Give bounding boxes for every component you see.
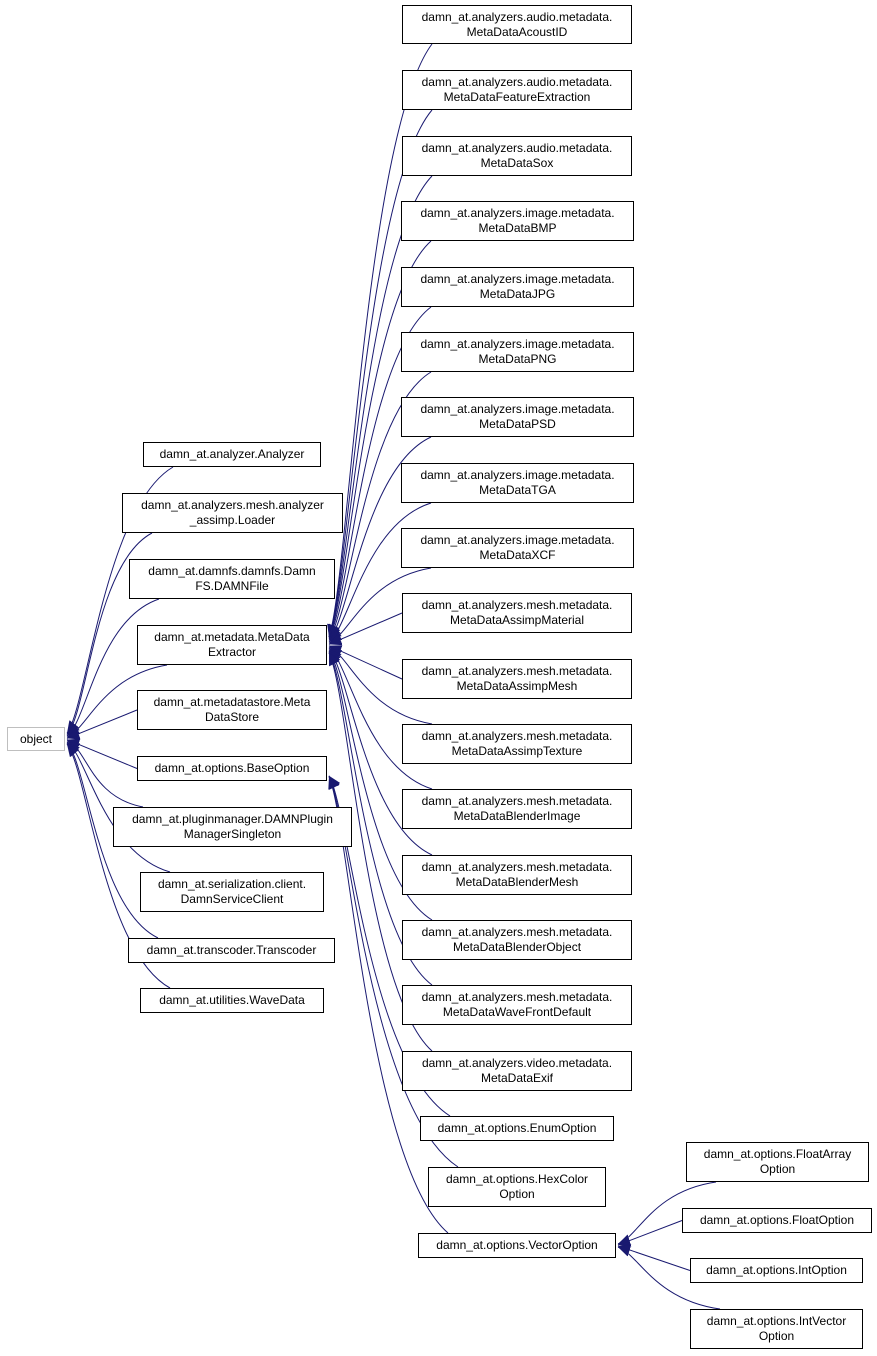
- node-metadata-tga[interactable]: damn_at.analyzers.image.metadata. MetaDa…: [401, 463, 634, 503]
- node-base-option[interactable]: damn_at.options.BaseOption: [137, 756, 327, 781]
- node-float-option[interactable]: damn_at.options.FloatOption: [682, 1208, 872, 1233]
- node-metadata-bmp[interactable]: damn_at.analyzers.image.metadata. MetaDa…: [401, 201, 634, 241]
- edge-metadatastore-to-object: [66, 709, 138, 740]
- node-enum-option-label: damn_at.options.EnumOption: [437, 1121, 597, 1135]
- node-metadata-acoustid[interactable]: damn_at.analyzers.audio.metadata. MetaDa…: [402, 5, 632, 44]
- edge-assimp_loader-to-object: [66, 532, 153, 735]
- node-metadata-tga-label: damn_at.analyzers.image.metadata. MetaDa…: [420, 468, 615, 497]
- edge-damnfile-to-object: [66, 598, 160, 737]
- node-metadatastore-label: damn_at.metadatastore.Meta DataStore: [153, 695, 311, 724]
- node-metadata-psd[interactable]: damn_at.analyzers.image.metadata. MetaDa…: [401, 397, 634, 437]
- edge-wavedata-to-object: [66, 743, 171, 989]
- node-metadata-blender-object[interactable]: damn_at.analyzers.mesh.metadata. MetaDat…: [402, 920, 632, 960]
- node-object-label: object: [19, 731, 53, 746]
- node-metadata-extractor-label: damn_at.metadata.MetaData Extractor: [154, 630, 310, 659]
- node-metadata-blender-object-label: damn_at.analyzers.mesh.metadata. MetaDat…: [421, 925, 613, 954]
- node-intvector-option-label: damn_at.options.IntVector Option: [706, 1314, 847, 1343]
- node-service-client[interactable]: damn_at.serialization.client. DamnServic…: [140, 872, 324, 912]
- node-analyzer-label: damn_at.analyzer.Analyzer: [159, 447, 305, 461]
- node-hexcolor-option-label: damn_at.options.HexColor Option: [445, 1172, 589, 1201]
- node-metadata-exif-label: damn_at.analyzers.video.metadata. MetaDa…: [421, 1056, 613, 1085]
- edge-blender_object-to-metadata_extractor: [328, 650, 433, 921]
- node-int-option-label: damn_at.options.IntOption: [706, 1263, 847, 1277]
- node-plugin-manager[interactable]: damn_at.pluginmanager.DAMNPlugin Manager…: [113, 807, 352, 847]
- node-metadata-assimp-texture-label: damn_at.analyzers.mesh.metadata. MetaDat…: [421, 729, 613, 758]
- node-metadata-assimp-material[interactable]: damn_at.analyzers.mesh.metadata. MetaDat…: [402, 593, 632, 633]
- node-metadata-sox[interactable]: damn_at.analyzers.audio.metadata. MetaDa…: [402, 136, 632, 176]
- node-int-option[interactable]: damn_at.options.IntOption: [690, 1258, 863, 1283]
- node-transcoder[interactable]: damn_at.transcoder.Transcoder: [128, 938, 335, 963]
- node-damnfile-label: damn_at.damnfs.damnfs.Damn FS.DAMNFile: [148, 564, 316, 593]
- node-metadata-exif[interactable]: damn_at.analyzers.video.metadata. MetaDa…: [402, 1051, 632, 1091]
- node-damnfile[interactable]: damn_at.damnfs.damnfs.Damn FS.DAMNFile: [129, 559, 335, 599]
- node-metadata-xcf-label: damn_at.analyzers.image.metadata. MetaDa…: [420, 533, 615, 562]
- node-assimp-loader-label: damn_at.analyzers.mesh.analyzer _assimp.…: [141, 498, 324, 527]
- node-plugin-manager-label: damn_at.pluginmanager.DAMNPlugin Manager…: [132, 812, 333, 841]
- node-metadata-assimp-mesh-label: damn_at.analyzers.mesh.metadata. MetaDat…: [421, 664, 613, 693]
- node-metadata-xcf[interactable]: damn_at.analyzers.image.metadata. MetaDa…: [401, 528, 634, 568]
- node-metadata-blender-image[interactable]: damn_at.analyzers.mesh.metadata. MetaDat…: [402, 789, 632, 829]
- node-metadata-assimp-material-label: damn_at.analyzers.mesh.metadata. MetaDat…: [421, 598, 613, 627]
- edge-assimp_material-to-metadata_extractor: [328, 612, 403, 646]
- edge-tga-to-metadata_extractor: [328, 502, 432, 643]
- node-metadata-jpg[interactable]: damn_at.analyzers.image.metadata. MetaDa…: [401, 267, 634, 307]
- node-intvector-option[interactable]: damn_at.options.IntVector Option: [690, 1309, 863, 1349]
- node-analyzer[interactable]: damn_at.analyzer.Analyzer: [143, 442, 321, 467]
- node-base-option-label: damn_at.options.BaseOption: [154, 761, 310, 775]
- node-metadata-wavefront-default[interactable]: damn_at.analyzers.mesh.metadata. MetaDat…: [402, 985, 632, 1025]
- edge-analyzer-to-object: [66, 466, 174, 734]
- edge-intvector_option-to-vector_option: [617, 1245, 721, 1310]
- node-metadata-assimp-texture[interactable]: damn_at.analyzers.mesh.metadata. MetaDat…: [402, 724, 632, 764]
- node-wavedata[interactable]: damn_at.utilities.WaveData: [140, 988, 324, 1013]
- node-metadata-jpg-label: damn_at.analyzers.image.metadata. MetaDa…: [420, 272, 615, 301]
- node-metadata-psd-label: damn_at.analyzers.image.metadata. MetaDa…: [420, 402, 615, 431]
- node-metadata-feature-extraction[interactable]: damn_at.analyzers.audio.metadata. MetaDa…: [402, 70, 632, 110]
- node-transcoder-label: damn_at.transcoder.Transcoder: [146, 943, 317, 957]
- node-metadata-acoustid-label: damn_at.analyzers.audio.metadata. MetaDa…: [421, 9, 613, 39]
- node-metadata-assimp-mesh[interactable]: damn_at.analyzers.mesh.metadata. MetaDat…: [402, 659, 632, 699]
- node-metadata-bmp-label: damn_at.analyzers.image.metadata. MetaDa…: [420, 206, 615, 235]
- edge-psd-to-metadata_extractor: [328, 436, 432, 641]
- node-metadata-sox-label: damn_at.analyzers.audio.metadata. MetaDa…: [421, 141, 613, 170]
- node-vector-option-label: damn_at.options.VectorOption: [436, 1238, 598, 1252]
- node-service-client-label: damn_at.serialization.client. DamnServic…: [157, 877, 307, 906]
- node-metadata-png[interactable]: damn_at.analyzers.image.metadata. MetaDa…: [401, 332, 634, 372]
- edge-float_option-to-vector_option: [617, 1220, 683, 1247]
- node-metadata-feature-extraction-label: damn_at.analyzers.audio.metadata. MetaDa…: [421, 75, 613, 104]
- node-vector-option[interactable]: damn_at.options.VectorOption: [418, 1233, 616, 1258]
- edge-int_option-to-vector_option: [617, 1244, 691, 1271]
- node-metadata-blender-image-label: damn_at.analyzers.mesh.metadata. MetaDat…: [421, 794, 613, 823]
- node-float-option-label: damn_at.options.FloatOption: [699, 1213, 855, 1227]
- node-wavedata-label: damn_at.utilities.WaveData: [159, 993, 305, 1007]
- node-metadata-blender-mesh-label: damn_at.analyzers.mesh.metadata. MetaDat…: [421, 860, 613, 889]
- node-metadata-png-label: damn_at.analyzers.image.metadata. MetaDa…: [420, 337, 615, 366]
- node-object[interactable]: object: [7, 727, 65, 751]
- node-floatarray-option[interactable]: damn_at.options.FloatArray Option: [686, 1142, 869, 1182]
- node-assimp-loader[interactable]: damn_at.analyzers.mesh.analyzer _assimp.…: [122, 493, 343, 533]
- node-metadata-blender-mesh[interactable]: damn_at.analyzers.mesh.metadata. MetaDat…: [402, 855, 632, 895]
- node-hexcolor-option[interactable]: damn_at.options.HexColor Option: [428, 1167, 606, 1207]
- edge-png-to-metadata_extractor: [328, 371, 432, 640]
- node-metadata-wavefront-default-label: damn_at.analyzers.mesh.metadata. MetaDat…: [421, 990, 613, 1019]
- node-metadata-extractor[interactable]: damn_at.metadata.MetaData Extractor: [137, 625, 327, 665]
- node-enum-option[interactable]: damn_at.options.EnumOption: [420, 1116, 614, 1141]
- node-metadatastore[interactable]: damn_at.metadatastore.Meta DataStore: [137, 690, 327, 730]
- node-floatarray-option-label: damn_at.options.FloatArray Option: [703, 1147, 852, 1176]
